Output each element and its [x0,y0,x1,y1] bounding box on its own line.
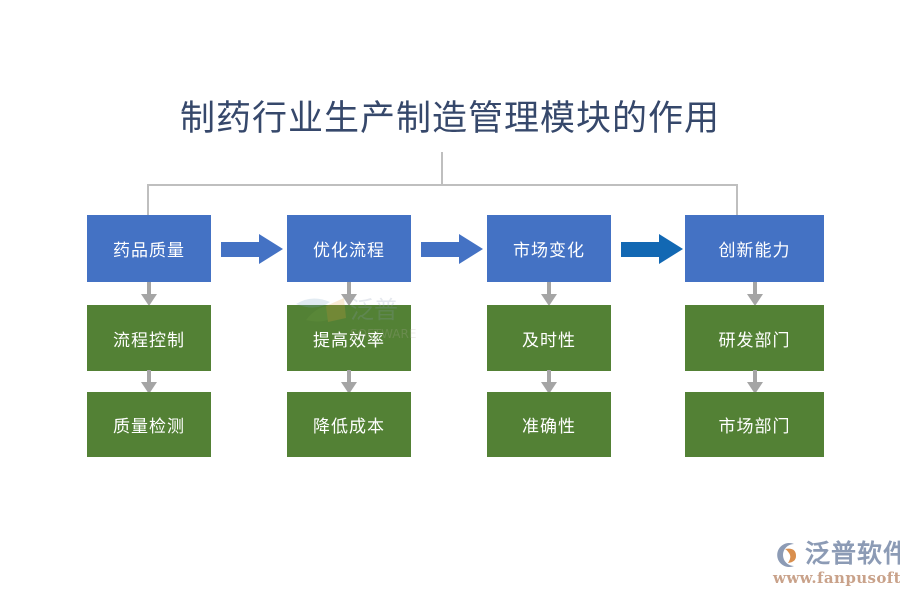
bracket-drop-left [147,184,149,215]
node-reduce-cost[interactable]: 降低成本 [287,392,411,457]
node-rd-department[interactable]: 研发部门 [685,305,824,371]
down-arrow-icon [338,282,360,306]
node-drug-quality[interactable]: 药品质量 [87,215,211,282]
node-process-control[interactable]: 流程控制 [87,305,211,371]
node-market-change[interactable]: 市场变化 [487,215,611,282]
node-optimize-process[interactable]: 优化流程 [287,215,411,282]
right-arrow-icon [621,234,683,264]
down-arrow-icon [538,282,560,306]
down-arrow-icon [744,282,766,306]
down-arrow-icon [138,282,160,306]
brand-name: 泛普软件 [805,539,900,568]
node-improve-efficiency[interactable]: 提高效率 [287,305,411,371]
bracket-horizontal-bar [147,184,738,186]
bracket-drop-right [736,184,738,215]
bracket-stem [441,152,443,185]
node-market-department[interactable]: 市场部门 [685,392,824,457]
fanpu-logo-icon [772,540,802,570]
down-arrow-icon [138,370,160,394]
node-timeliness[interactable]: 及时性 [487,305,611,371]
brand-url: www.fanpusoft.com [773,569,900,587]
node-accuracy[interactable]: 准确性 [487,392,611,457]
page-title: 制药行业生产制造管理模块的作用 [179,99,720,139]
right-arrow-icon [421,234,483,264]
down-arrow-icon [744,370,766,394]
down-arrow-icon [538,370,560,394]
brand-logo: 泛普软件 www.fanpusoft.com [772,538,900,590]
node-innovation-capability[interactable]: 创新能力 [685,215,824,282]
node-quality-inspection[interactable]: 质量检测 [87,392,211,457]
right-arrow-icon [221,234,283,264]
down-arrow-icon [338,370,360,394]
